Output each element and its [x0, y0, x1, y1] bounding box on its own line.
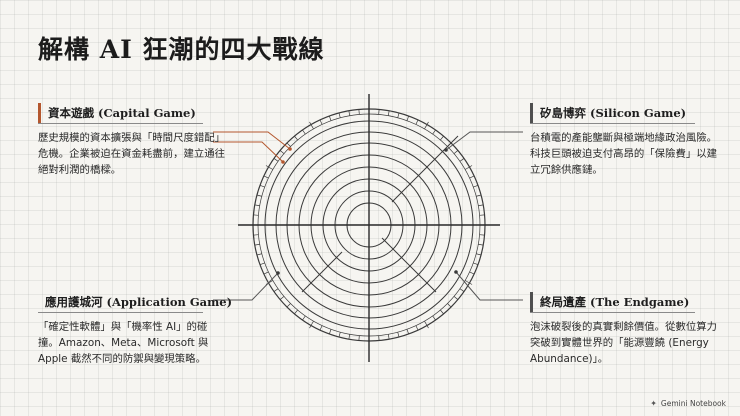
- connector-dot: [281, 160, 285, 164]
- tick-mark: [302, 129, 306, 135]
- tick-mark: [406, 329, 410, 335]
- panel-header: 應用護城河 (Application Game): [38, 292, 232, 313]
- tick-mark: [309, 121, 314, 130]
- connector-top-right: [445, 131, 523, 151]
- tick-mark: [478, 243, 484, 246]
- panel-endgame: 終局遺產 (The Endgame) 泡沫破裂後的真實剩餘價值。從數位算力突破到…: [530, 292, 726, 367]
- panel-title: 應用護城河 (Application Game): [45, 295, 233, 309]
- connector-bottom-left: [213, 272, 279, 301]
- tick-mark: [406, 115, 410, 121]
- tick-mark: [387, 334, 390, 340]
- tick-mark: [263, 271, 269, 275]
- tick-mark: [338, 332, 341, 338]
- tick-mark: [338, 112, 341, 118]
- diagonal-pointer: [301, 251, 343, 293]
- tick-mark: [319, 325, 323, 331]
- tick-mark: [415, 325, 419, 331]
- tick-mark: [473, 184, 479, 188]
- panel-title: 矽島博弈 (Silicon Game): [540, 106, 687, 120]
- page-title: 解構 AI 狂潮的四大戰線: [38, 35, 325, 64]
- tick-mark: [469, 271, 475, 275]
- panel-silicon-game: 矽島博弈 (Silicon Game) 台積電的產能壟斷與極端地緣政治風險。科技…: [530, 103, 726, 178]
- tick-mark: [279, 150, 285, 154]
- tick-mark: [476, 194, 482, 197]
- tick-mark: [447, 303, 452, 308]
- panel-header: 終局遺產 (The Endgame): [530, 292, 695, 313]
- tick-mark: [387, 110, 390, 116]
- gemini-star-icon: ✦: [650, 399, 657, 408]
- diagonal-pointer: [381, 237, 437, 293]
- connector-bottom-right: [455, 271, 523, 301]
- panel-body: 泡沫破裂後的真實剩餘價值。從數位算力突破到實體世界的「能源豐饒 (Energy …: [530, 321, 718, 365]
- tick-mark: [464, 280, 473, 285]
- tick-mark: [432, 129, 436, 135]
- tick-mark: [453, 296, 459, 300]
- tick-mark: [473, 262, 479, 266]
- brand-label: Gemini Notebook: [660, 399, 726, 408]
- tick-mark: [328, 329, 332, 335]
- panel-header: 矽島博弈 (Silicon Game): [530, 103, 695, 124]
- tick-mark: [302, 315, 306, 321]
- tick-mark: [294, 135, 298, 141]
- tick-mark: [254, 243, 260, 246]
- connector-dot: [288, 147, 292, 151]
- tick-mark: [478, 204, 484, 207]
- tick-mark: [476, 253, 482, 256]
- tick-mark: [256, 253, 262, 256]
- tick-mark: [265, 165, 274, 170]
- tick-mark: [319, 119, 323, 125]
- tick-mark: [453, 150, 459, 154]
- tick-mark: [469, 175, 475, 179]
- tick-mark: [397, 112, 400, 118]
- panel-body: 「確定性軟體」與「機率性 AI」的碰撞。Amazon、Meta、Microsof…: [38, 321, 209, 365]
- tick-mark: [286, 303, 291, 308]
- tick-mark: [259, 184, 265, 188]
- tick-mark: [273, 288, 279, 292]
- connector-dot: [454, 270, 458, 274]
- tick-mark: [256, 194, 262, 197]
- tick-mark: [348, 334, 351, 340]
- tick-mark: [309, 320, 314, 329]
- tick-mark: [273, 158, 279, 162]
- connector-top-left-2: [213, 141, 284, 163]
- tick-mark: [348, 110, 351, 116]
- connector-dot: [444, 148, 448, 152]
- tick-mark: [424, 121, 429, 130]
- tick-mark: [279, 296, 285, 300]
- tick-mark: [464, 165, 473, 170]
- connector-top-left: [213, 131, 291, 150]
- accent-bar: [38, 103, 41, 123]
- tick-mark: [254, 204, 260, 207]
- tick-mark: [432, 315, 436, 321]
- tick-mark: [459, 158, 465, 162]
- panel-header: 資本遊戲 (Capital Game): [38, 103, 203, 124]
- tick-mark: [459, 288, 465, 292]
- tick-mark: [286, 142, 291, 147]
- panel-title: 終局遺產 (The Endgame): [540, 295, 690, 309]
- tick-mark: [294, 309, 298, 315]
- tick-mark: [259, 262, 265, 266]
- tick-mark: [440, 135, 444, 141]
- panel-capital-game: 資本遊戲 (Capital Game) 歷史規模的資本擴張與「時間尺度錯配」危機…: [38, 103, 234, 178]
- panel-body: 歷史規模的資本擴張與「時間尺度錯配」危機。企業被迫在資金耗盡前，建立通往絕對利潤…: [38, 132, 226, 176]
- tick-mark: [424, 320, 429, 329]
- tick-mark: [328, 115, 332, 121]
- tick-mark: [415, 119, 419, 125]
- tick-mark: [440, 309, 444, 315]
- panel-body: 台積電的產能壟斷與極端地緣政治風險。科技巨頭被迫支付高昂的「保險費」以建立冗餘供…: [530, 132, 718, 176]
- panel-title: 資本遊戲 (Capital Game): [48, 106, 196, 120]
- accent-bar: [530, 292, 533, 312]
- connector-dot: [276, 271, 280, 275]
- panel-application-game: 應用護城河 (Application Game) 「確定性軟體」與「機率性 AI…: [38, 292, 234, 367]
- brand-footer: ✦ Gemini Notebook: [650, 399, 726, 408]
- accent-bar: [530, 103, 533, 123]
- diagonal-pointer: [391, 135, 459, 203]
- tick-mark: [263, 175, 269, 179]
- tick-mark: [397, 332, 400, 338]
